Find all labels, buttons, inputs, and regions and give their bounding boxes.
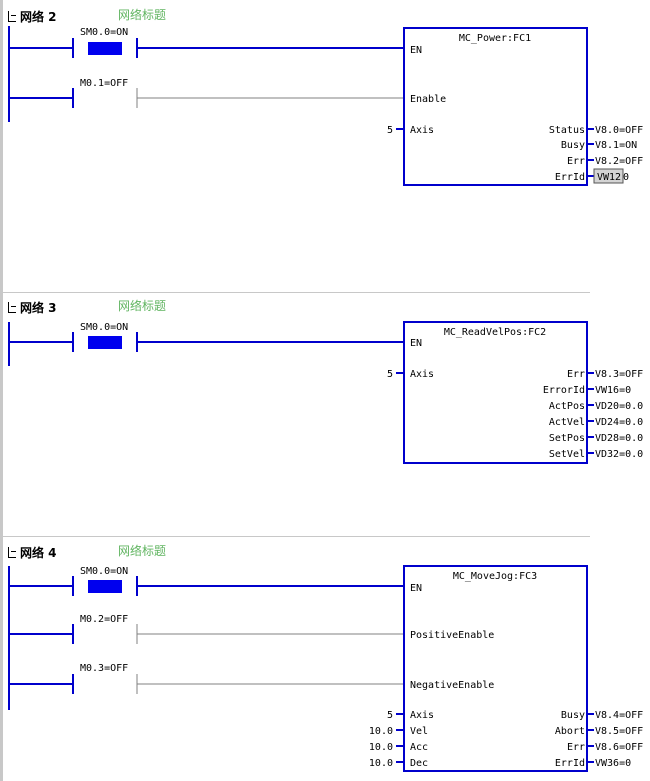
pin-busy: Busy [561,140,585,151]
pin-negativeenable: NegativeEnable [410,680,494,691]
contact-sm0-0[interactable]: SM0.0=ON [9,566,404,596]
output-value: V8.5=OFF [595,726,643,737]
collapse-toggle-icon[interactable] [8,547,16,558]
output-value: VD28=0.0 [595,433,643,444]
contact-m0-3[interactable]: M0.3=OFF [9,663,404,694]
pin-axis: Axis [410,125,434,136]
pin-errid: ErrId [555,758,585,769]
pin-status: Status [549,125,585,136]
output-value: VW12 [597,172,621,183]
pin-err: Err [567,369,585,380]
function-block-mc-readvelpos[interactable]: MC_ReadVelPos:FC2 EN 5 Axis Err V8.3=OFF… [387,321,643,464]
pin-errorid: ErrorId [543,385,585,396]
pin-positiveenable: PositiveEnable [410,630,494,641]
output-value: V8.1=ON [595,140,637,151]
contact-m0-2[interactable]: M0.2=OFF [9,614,404,644]
pin-err: Err [567,156,585,167]
pin-axis: Axis [410,710,434,721]
pin-setpos: SetPos [549,433,585,444]
output-value: V8.4=OFF [595,710,643,721]
pin-actvel: ActVel [549,417,585,428]
vel-value: 10.0 [369,726,393,737]
network-2-label: 网络 2 [20,10,57,24]
axis-value: 5 [387,125,393,136]
pin-enable: Enable [410,94,446,105]
pin-abort: Abort [555,726,585,737]
pin-vel: Vel [410,726,428,737]
dec-value: 10.0 [369,758,393,769]
contact-label: SM0.0=ON [80,27,128,38]
output-value: VD20=0.0 [595,401,643,412]
axis-value: 5 [387,710,393,721]
collapse-toggle-icon[interactable] [8,302,16,313]
network-separator [3,292,590,293]
output-value: VW36=0 [595,758,631,769]
contact-label: M0.3=OFF [80,663,128,674]
function-block-mc-power[interactable]: MC_Power:FC1 EN Enable 5 Axis Status V8.… [387,27,643,186]
output-value: V8.0=OFF [595,125,643,136]
pin-actpos: ActPos [549,401,585,412]
contact-label: M0.2=OFF [80,614,128,625]
pin-dec: Dec [410,758,428,769]
network-3-label: 网络 3 [20,301,57,315]
pin-acc: Acc [410,742,428,753]
pin-en: EN [410,583,422,594]
output-value: V8.6=OFF [595,742,643,753]
output-value: VD24=0.0 [595,417,643,428]
output-value: V8.2=OFF [595,156,643,167]
pin-errid: ErrId [555,172,585,183]
network-4-label: 网络 4 [20,546,57,560]
network-2-comment[interactable]: 网络标题 [118,8,167,22]
network-separator [3,536,590,537]
errid-edit-field[interactable]: VW12 [593,168,624,184]
collapse-toggle-icon[interactable] [8,11,16,22]
editor-left-border [0,0,3,781]
pin-err: Err [567,742,585,753]
contact-label: SM0.0=ON [80,322,128,333]
contact-sm0-0[interactable]: SM0.0=ON [9,27,404,58]
contact-m0-1[interactable]: M0.1=OFF [9,78,404,108]
network-4-comment[interactable]: 网络标题 [118,544,167,558]
output-value: VW16=0 [595,385,631,396]
contact-label: SM0.0=ON [80,566,128,577]
output-value: VD32=0.0 [595,449,643,460]
pin-en: EN [410,45,422,56]
pin-setvel: SetVel [549,449,585,460]
contact-sm0-0[interactable]: SM0.0=ON [9,322,404,352]
axis-value: 5 [387,369,393,380]
network-3-comment[interactable]: 网络标题 [118,299,167,313]
block-title: MC_MoveJog:FC3 [453,571,537,582]
output-value: V8.3=OFF [595,369,643,380]
acc-value: 10.0 [369,742,393,753]
block-title: MC_Power:FC1 [459,33,531,44]
contact-label: M0.1=OFF [80,78,128,89]
block-title: MC_ReadVelPos:FC2 [444,327,546,338]
pin-en: EN [410,338,422,349]
function-block-mc-movejog[interactable]: MC_MoveJog:FC3 EN PositiveEnable Negativ… [369,565,643,772]
output-value-trail: 0 [623,172,629,183]
pin-busy: Busy [561,710,585,721]
pin-axis: Axis [410,369,434,380]
